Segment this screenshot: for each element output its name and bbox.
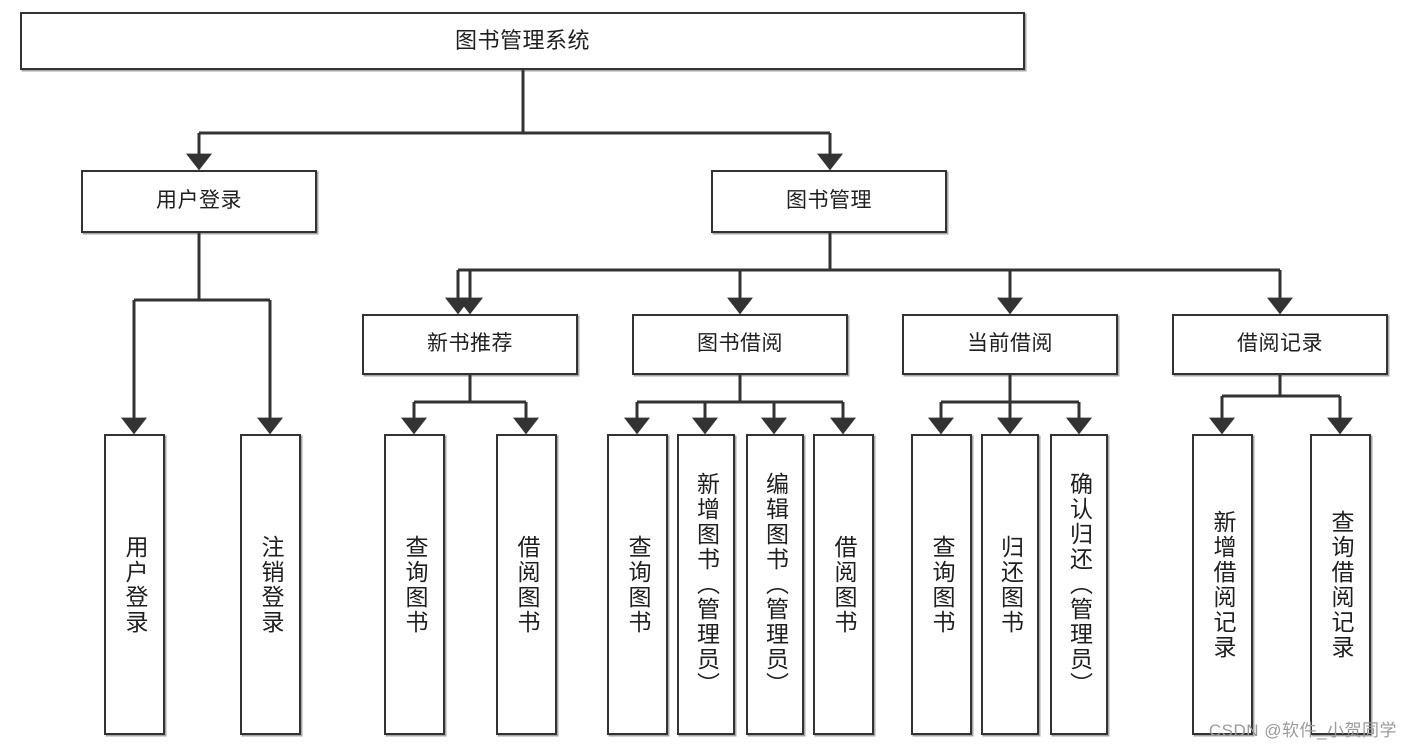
node-book-borrow-label: 图书借阅 — [697, 332, 783, 356]
leaf-borrow-book-recommend-label: 借阅图书 — [514, 534, 540, 635]
leaf-logout-label: 注销登录 — [258, 534, 284, 635]
node-root[interactable]: 图书管理系统 — [20, 12, 1025, 70]
node-new-book-recommend-label: 新书推荐 — [427, 332, 513, 356]
leaf-confirm-return-admin-label: 确认归还（管理员） — [1066, 472, 1093, 697]
leaf-query-book-borrow-label: 查询图书 — [625, 534, 651, 635]
leaf-add-book-admin[interactable]: 新增图书（管理员） — [677, 434, 735, 735]
node-borrow-record-label: 借阅记录 — [1237, 332, 1323, 356]
leaf-return-book[interactable]: 归还图书 — [981, 434, 1039, 735]
leaf-query-borrow-record[interactable]: 查询借阅记录 — [1310, 434, 1371, 735]
leaf-logout[interactable]: 注销登录 — [240, 434, 301, 735]
leaf-borrow-book-recommend[interactable]: 借阅图书 — [496, 434, 557, 735]
leaf-query-book-borrow[interactable]: 查询图书 — [607, 434, 668, 735]
leaf-add-borrow-record-label: 新增借阅记录 — [1210, 509, 1236, 660]
leaf-add-borrow-record[interactable]: 新增借阅记录 — [1192, 434, 1253, 735]
leaf-edit-book-admin[interactable]: 编辑图书（管理员） — [746, 434, 804, 735]
node-current-borrow-label: 当前借阅 — [967, 332, 1053, 356]
csdn-watermark: CSDN @软件_小贺同学 — [1208, 721, 1397, 740]
node-new-book-recommend[interactable]: 新书推荐 — [362, 314, 578, 375]
leaf-query-book-current[interactable]: 查询图书 — [911, 434, 972, 735]
leaf-borrow-book-label: 借阅图书 — [831, 534, 857, 635]
leaf-query-book-recommend-label: 查询图书 — [402, 534, 428, 635]
node-user-login-label: 用户登录 — [156, 189, 242, 213]
leaf-confirm-return-admin[interactable]: 确认归还（管理员） — [1050, 434, 1108, 735]
leaf-query-borrow-record-label: 查询借阅记录 — [1328, 509, 1354, 660]
node-user-login[interactable]: 用户登录 — [81, 170, 317, 233]
node-book-management[interactable]: 图书管理 — [711, 170, 947, 233]
node-book-management-label: 图书管理 — [786, 189, 872, 213]
leaf-user-login-label: 用户登录 — [122, 534, 148, 635]
node-current-borrow[interactable]: 当前借阅 — [902, 314, 1118, 375]
leaf-return-book-label: 归还图书 — [997, 534, 1024, 635]
leaf-borrow-book[interactable]: 借阅图书 — [813, 434, 874, 735]
leaf-user-login[interactable]: 用户登录 — [104, 434, 165, 735]
node-root-label: 图书管理系统 — [454, 28, 590, 54]
leaf-query-book-recommend[interactable]: 查询图书 — [384, 434, 445, 735]
leaf-query-book-current-label: 查询图书 — [929, 534, 955, 635]
leaf-add-book-admin-label: 新增图书（管理员） — [693, 472, 720, 697]
leaf-edit-book-admin-label: 编辑图书（管理员） — [762, 472, 789, 697]
node-borrow-record[interactable]: 借阅记录 — [1172, 314, 1388, 375]
node-book-borrow[interactable]: 图书借阅 — [632, 314, 848, 375]
